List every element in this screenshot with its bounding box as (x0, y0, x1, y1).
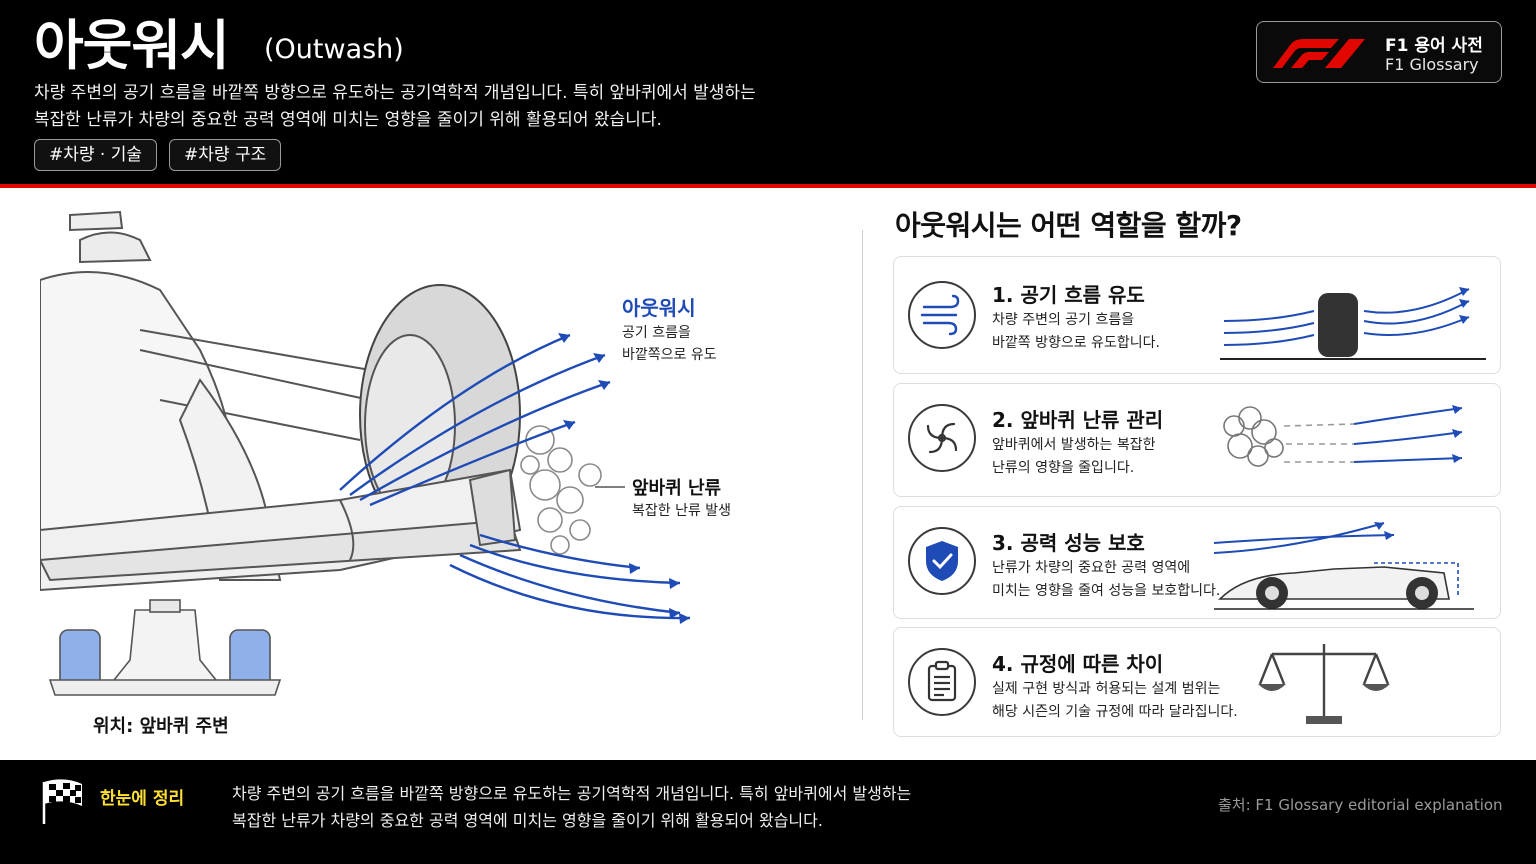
role-card-2-desc-line-2: 난류의 영향을 줄입니다. (992, 460, 1135, 476)
page-subtitle: (Outwash) (264, 34, 404, 65)
glossary-title-en: F1 Glossary (1385, 55, 1479, 74)
glossary-badge: F1 용어 사전 F1 Glossary (1256, 21, 1502, 83)
car-side-airflow-illustration (1214, 522, 1474, 610)
role-card-3-title: 3. 공력 성능 보호 (992, 531, 1145, 555)
shield-check-icon (908, 527, 976, 595)
tag-vehicle-structure[interactable]: #차량 구조 (169, 139, 282, 171)
role-card-3: 3. 공력 성능 보호 난류가 차량의 중요한 공력 영역에 미치는 영향을 줄… (893, 506, 1501, 619)
header: 아웃워시 (Outwash) 차량 주변의 공기 흐름을 바깥쪽 방향으로 유도… (0, 0, 1536, 186)
turbulence-label-desc: 복잡한 난류 발생 (632, 503, 732, 519)
description-line-2: 복잡한 난류가 차량의 중요한 공력 영역에 미치는 영향을 줄이기 위해 활용… (34, 110, 662, 130)
footer: 한눈에 정리 차량 주변의 공기 흐름을 바깥쪽 방향으로 유도하는 공기역학적… (0, 760, 1536, 864)
role-section-title: 아웃워시는 어떤 역할을 할까? (895, 209, 1242, 242)
checkered-flag-icon (42, 779, 82, 824)
page-description: 차량 주변의 공기 흐름을 바깥쪽 방향으로 유도하는 공기역학적 개념입니다.… (34, 80, 794, 134)
scale-balance-icon (1258, 644, 1390, 724)
role-card-3-desc-line-1: 난류가 차량의 중요한 공력 영역에 (992, 560, 1191, 576)
glossary-title-ko: F1 용어 사전 (1385, 36, 1483, 56)
role-card-1-desc-line-1: 차량 주변의 공기 흐름을 (992, 312, 1135, 328)
clipboard-icon (908, 648, 976, 716)
airflow-around-tire-illustration (1220, 287, 1486, 360)
page-title: 아웃워시 (34, 14, 230, 77)
f1-logo-icon (1273, 39, 1365, 68)
description-line-1: 차량 주변의 공기 흐름을 바깥쪽 방향으로 유도하는 공기역학적 개념입니다.… (34, 83, 756, 103)
summary-label: 한눈에 정리 (100, 789, 185, 809)
role-card-1-desc: 차량 주변의 공기 흐름을 바깥쪽 방향으로 유도합니다. (992, 309, 1222, 355)
role-card-2-desc-line-1: 앞바퀴에서 발생하는 복잡한 (992, 437, 1156, 453)
role-card-1-title: 1. 공기 흐름 유도 (992, 283, 1145, 307)
section-divider (862, 230, 863, 720)
tag-vehicle-tech[interactable]: #차량 · 기술 (34, 139, 158, 171)
outwash-label-title: 아웃워시 (622, 296, 696, 320)
summary-line-2: 복잡한 난류가 차량의 중요한 공력 영역에 미치는 영향을 줄이기 위해 활용… (232, 811, 823, 830)
role-card-4-desc: 실제 구현 방식과 허용되는 설계 범위는 해당 시즌의 기술 규정에 따라 달… (992, 678, 1252, 724)
role-card-4-title: 4. 규정에 따른 차이 (992, 652, 1164, 676)
role-card-3-desc: 난류가 차량의 중요한 공력 영역에 미치는 영향을 줄여 성능을 보호합니다. (992, 557, 1222, 603)
role-card-2: 2. 앞바퀴 난류 관리 앞바퀴에서 발생하는 복잡한 난류의 영향을 줄입니다… (893, 383, 1501, 497)
location-label: 위치: 앞바퀴 주변 (93, 716, 229, 737)
turbulence-label-title: 앞바퀴 난류 (632, 478, 722, 499)
outwash-desc-line-2: 바깥쪽으로 유도 (622, 347, 717, 363)
role-card-2-title: 2. 앞바퀴 난류 관리 (992, 408, 1164, 432)
summary-text: 차량 주변의 공기 흐름을 바깥쪽 방향으로 유도하는 공기역학적 개념입니다.… (232, 780, 952, 834)
f1-car-front-illustration (40, 210, 691, 696)
outwash-desc-line-1: 공기 흐름을 (622, 325, 691, 341)
wind-icon (908, 281, 976, 349)
role-card-4-desc-line-1: 실제 구현 방식과 허용되는 설계 범위는 (992, 681, 1221, 697)
role-card-4-desc-line-2: 해당 시즌의 기술 규정에 따라 달라집니다. (992, 704, 1238, 720)
turbulence-reduction-illustration (1223, 405, 1463, 467)
role-card-1: 1. 공기 흐름 유도 차량 주변의 공기 흐름을 바깥쪽 방향으로 유도합니다… (893, 256, 1501, 374)
role-card-1-desc-line-2: 바깥쪽 방향으로 유도합니다. (992, 335, 1160, 351)
outwash-label-desc: 공기 흐름을 바깥쪽으로 유도 (622, 322, 742, 366)
role-card-3-desc-line-2: 미치는 영향을 줄여 성능을 보호합니다. (992, 583, 1221, 599)
role-card-2-desc: 앞바퀴에서 발생하는 복잡한 난류의 영향을 줄입니다. (992, 434, 1222, 480)
swirl-icon (908, 404, 976, 472)
tag-list: #차량 · 기술 #차량 구조 (34, 139, 282, 171)
summary-line-1: 차량 주변의 공기 흐름을 바깥쪽 방향으로 유도하는 공기역학적 개념입니다.… (232, 784, 912, 803)
header-accent-line (0, 184, 1536, 188)
role-card-4: 4. 규정에 따른 차이 실제 구현 방식과 허용되는 설계 범위는 해당 시즌… (893, 627, 1501, 737)
source-credit: 출처: F1 Glossary editorial explanation (1218, 796, 1503, 814)
